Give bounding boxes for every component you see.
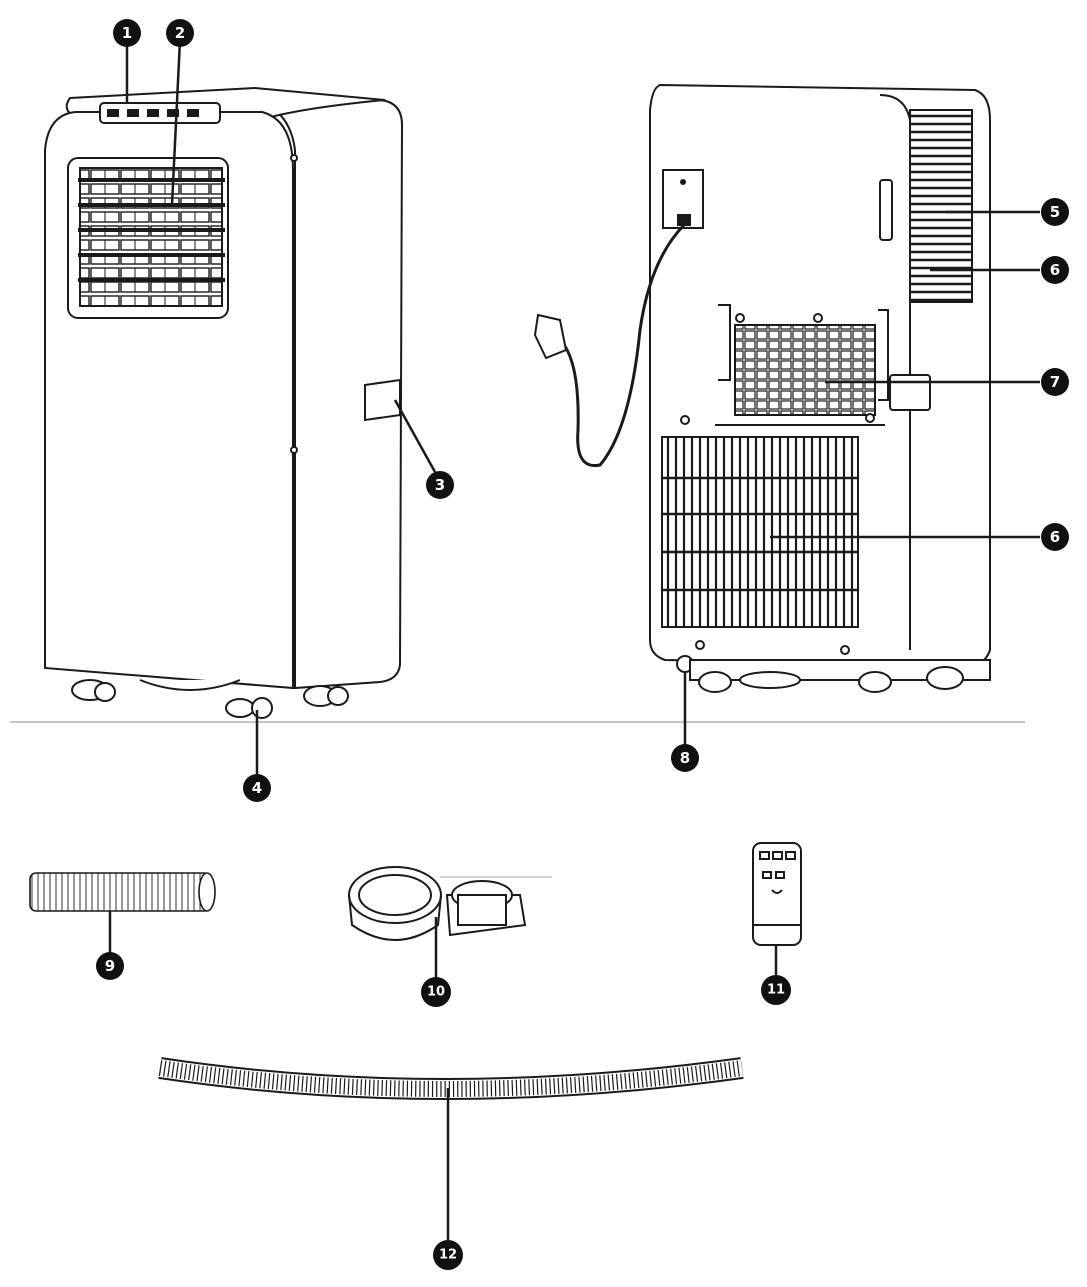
callout-5: 5	[1041, 198, 1069, 226]
callout-9: 9	[96, 952, 124, 980]
callout-10: 10	[421, 977, 451, 1007]
callout-4-label: 4	[252, 779, 262, 797]
callout-6-upper: 6	[1041, 256, 1069, 284]
callout-5-label: 5	[1050, 203, 1060, 221]
callout-11-label: 11	[767, 983, 785, 998]
callout-4: 4	[243, 774, 271, 802]
callout-3: 3	[426, 471, 454, 499]
remote-control	[752, 842, 802, 946]
callout-3-label: 3	[435, 476, 445, 494]
rear-unit	[533, 83, 991, 693]
callout-9-label: 9	[105, 957, 115, 975]
hose-adapters	[348, 866, 552, 941]
callout-8-label: 8	[680, 749, 690, 767]
callout-7: 7	[1041, 368, 1069, 396]
callout-2: 2	[166, 19, 194, 47]
callout-8: 8	[671, 744, 699, 772]
callout-7-label: 7	[1050, 373, 1060, 391]
drain-hose	[158, 1057, 744, 1100]
callout-6-upper-label: 6	[1050, 261, 1060, 279]
callout-6-lower: 6	[1041, 523, 1069, 551]
front-unit	[44, 86, 404, 719]
callout-10-label: 10	[427, 985, 445, 1000]
callout-11: 11	[761, 975, 791, 1005]
exhaust-hose	[29, 872, 216, 912]
leader-lines	[108, 39, 1040, 1240]
callout-12: 12	[433, 1240, 463, 1270]
callout-6-lower-label: 6	[1050, 528, 1060, 546]
callout-2-label: 2	[175, 24, 185, 42]
callout-12-label: 12	[439, 1248, 457, 1263]
callout-1-label: 1	[122, 24, 132, 42]
callout-1: 1	[113, 19, 141, 47]
